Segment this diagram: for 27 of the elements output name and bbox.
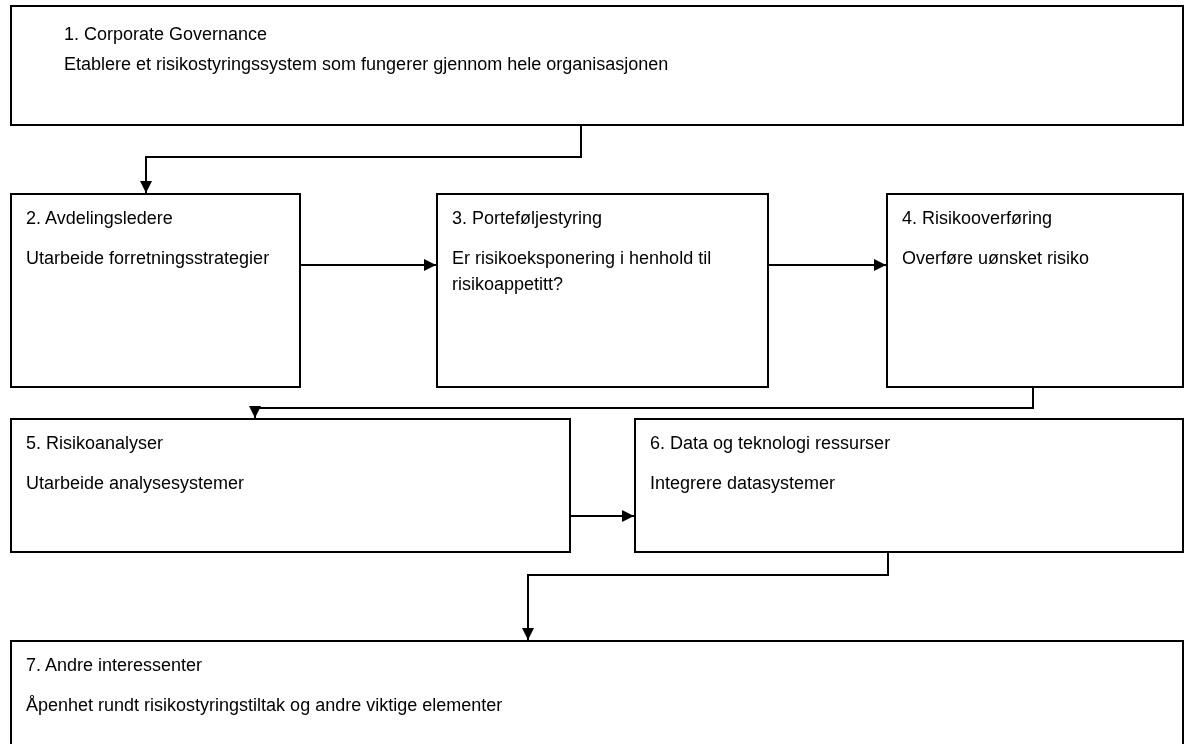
box-description: Integrere datasystemer: [650, 472, 837, 496]
box-description: Utarbeide analysesystemer: [26, 472, 246, 496]
box-heading: 7. Andre interessenter: [26, 654, 204, 677]
box-heading: 5. Risikoanalyser: [26, 432, 165, 455]
box-description: Etablere et risikostyringssystem som fungerer gjennom hele organisasjonen: [64, 53, 670, 77]
process-box: [10, 418, 571, 553]
process-box: [886, 193, 1184, 388]
box-heading: 2. Avdelingsledere: [26, 207, 174, 230]
process-box: [10, 193, 301, 388]
box-description: Utarbeide forretningsstrategier: [26, 247, 271, 271]
arrow: [522, 552, 889, 641]
box-heading: 6. Data og teknologi ressurser: [650, 432, 892, 455]
box-description: Åpenhet rundt risikostyringstiltak og andre viktige elementer: [26, 694, 504, 718]
arrow: [570, 510, 635, 522]
process-box: [10, 640, 1184, 744]
box-heading: 1. Corporate Governance: [64, 23, 269, 46]
box-heading: 3. Porteføljestyring: [452, 207, 604, 230]
box-heading: 4. Risikooverføring: [902, 207, 1054, 230]
arrow: [768, 259, 887, 271]
arrow: [140, 125, 582, 194]
process-box: [436, 193, 769, 388]
arrow: [300, 259, 437, 271]
box-description: Overføre uønsket risiko: [902, 247, 1091, 271]
process-box: [10, 5, 1184, 126]
process-box: [634, 418, 1184, 553]
arrow: [249, 387, 1034, 419]
box-description: Er risikoeksponering i henhold til risikoappetitt?: [452, 247, 713, 297]
